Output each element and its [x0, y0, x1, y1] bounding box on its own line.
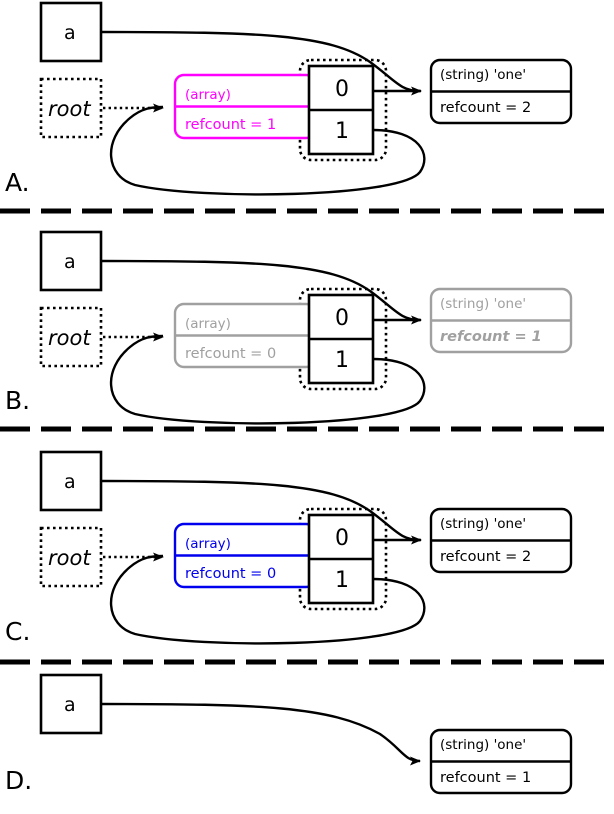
section-c-graphics: [39, 450, 573, 645]
cell1-self-loop-arrow: [109, 334, 426, 425]
string-panel-type-label: (string) 'one': [440, 296, 527, 312]
variable-to-string-arrow: [100, 30, 421, 93]
section-d-graphics: [39, 673, 573, 795]
root-box-label: root: [48, 546, 91, 570]
root-box-label: root: [48, 326, 91, 350]
string-panel-refcount-label: refcount = 1: [440, 770, 532, 786]
root-box: [39, 306, 103, 368]
string-panel-refcount-label: refcount = 1: [440, 329, 542, 345]
section-letter-c: C.: [5, 617, 31, 646]
string-panel-type-label: (string) 'one': [440, 737, 527, 753]
array-panel-refcount-label: refcount = 0: [185, 346, 277, 362]
array-cell-index-0: 0: [335, 77, 349, 102]
cell1-self-loop-arrow: [109, 105, 426, 196]
variable-box-label: a: [64, 471, 76, 493]
variable-box-label: a: [64, 22, 76, 44]
cell1-self-loop-arrow: [109, 554, 426, 645]
array-panel-refcount-label: refcount = 0: [185, 566, 277, 582]
variable-box-label: a: [64, 694, 76, 716]
array-panel-type-label: (array): [185, 316, 231, 332]
variable-to-string-arrow: [100, 259, 421, 322]
section-letter-a: A.: [5, 168, 30, 197]
section-letter-b: B.: [5, 386, 31, 415]
variable-box-a: [39, 230, 103, 292]
variable-to-string-arrow: [100, 479, 421, 542]
array-cell-index-1: 1: [335, 568, 349, 593]
variable-box-a: [39, 1, 103, 63]
array-cell-index-0: 0: [335, 306, 349, 331]
array-cell-index-1: 1: [335, 119, 349, 144]
array-panel-type-label: (array): [185, 536, 231, 552]
variable-box-label: a: [64, 251, 76, 273]
array-panel-type-label: (array): [185, 87, 231, 103]
section-a-graphics: [39, 1, 573, 196]
section-b-graphics: [39, 230, 573, 425]
string-panel-type-label: (string) 'one': [440, 67, 527, 83]
variable-box-a: [39, 450, 103, 512]
root-box-label: root: [48, 97, 91, 121]
array-cell-index-1: 1: [335, 348, 349, 373]
string-panel-refcount-label: refcount = 2: [440, 100, 532, 116]
root-box: [39, 77, 103, 139]
root-box: [39, 526, 103, 588]
variable-to-string-arrow: [100, 702, 421, 766]
section-letter-d: D.: [5, 766, 33, 795]
array-panel-refcount-label: refcount = 1: [185, 117, 277, 133]
string-panel-type-label: (string) 'one': [440, 516, 527, 532]
array-cell-index-0: 0: [335, 526, 349, 551]
string-panel-refcount-label: refcount = 2: [440, 549, 532, 565]
